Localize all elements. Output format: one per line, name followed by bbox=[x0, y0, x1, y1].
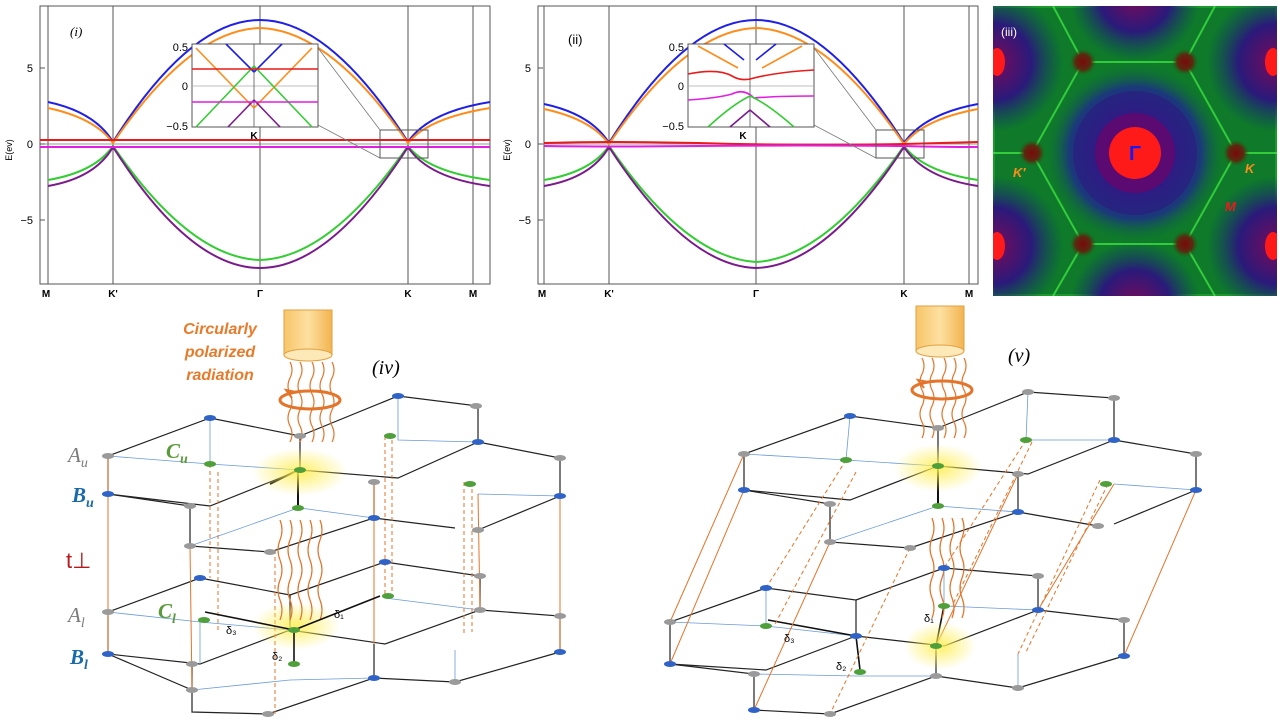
ytick-neg5: −5 bbox=[20, 215, 33, 227]
ytick-5: 5 bbox=[27, 63, 33, 75]
m-label: M bbox=[1225, 199, 1237, 214]
xtick-Gamma: Γ bbox=[753, 289, 759, 300]
panel-tag-v: (v) bbox=[1008, 345, 1031, 367]
band-magenta bbox=[543, 144, 979, 148]
band-purple bbox=[47, 145, 491, 270]
delta1-label: δ₁ bbox=[334, 609, 344, 621]
xtick-K: K bbox=[900, 289, 908, 300]
panel-tag-ii: (ii) bbox=[568, 32, 582, 47]
band-structure-panel-ii: 5 0 −5 E(ev) (ii) M K' Γ K M bbox=[498, 0, 990, 305]
xtick-M-right: M bbox=[469, 289, 477, 300]
radiation-label-line1: Circularly bbox=[183, 321, 258, 338]
radiation-waves-upper bbox=[287, 361, 335, 443]
inset-xlabel-K: K bbox=[739, 131, 747, 142]
interlayer-bonds bbox=[107, 456, 561, 691]
band-structure-panel-i: 5 0 −5 E(ev) (i) M K' Γ K M bbox=[0, 0, 500, 305]
label-Cu: Cu bbox=[166, 439, 188, 467]
label-Bl: Bl bbox=[69, 645, 88, 673]
label-Cl: Cl bbox=[158, 599, 176, 627]
bond-vectors-lower bbox=[204, 595, 381, 662]
inset-plot-i bbox=[191, 43, 319, 128]
band-plot-i: 5 0 −5 E(ev) (i) M K' Γ K M bbox=[4, 5, 491, 300]
inset-ytick-neg0.5: −0.5 bbox=[166, 121, 188, 133]
xtick-K: K bbox=[404, 289, 412, 300]
xtick-M-left: M bbox=[42, 289, 50, 300]
xtick-M-left: M bbox=[538, 289, 546, 300]
ytick-0: 0 bbox=[27, 139, 33, 151]
bilayer-lattice-panel-v: (v) δ₃ δ₂ δ₁ bbox=[640, 300, 1280, 720]
lattice-v: (v) δ₃ δ₂ δ₁ bbox=[664, 305, 1202, 717]
delta3-label: δ₃ bbox=[784, 633, 795, 645]
label-Bu: Bu bbox=[71, 483, 94, 511]
xtick-Kprime: K' bbox=[108, 289, 118, 300]
band-red bbox=[543, 141, 979, 146]
bilayer-lattice-panel-iv: Circularly polarized radiation (iv) Au C… bbox=[0, 300, 620, 720]
label-Au: Au bbox=[66, 443, 88, 471]
gamma-point bbox=[1109, 127, 1161, 179]
xtick-Kprime: K' bbox=[604, 289, 614, 300]
radiation-label-line3: radiation bbox=[186, 367, 254, 384]
radiation-source-cylinder bbox=[283, 309, 333, 362]
band-plot-ii: 5 0 −5 E(ev) (ii) M K' Γ K M bbox=[502, 5, 979, 300]
kprime-label: K′ bbox=[1013, 165, 1026, 180]
delta2-label: δ₂ bbox=[836, 661, 846, 673]
ytick-neg5: −5 bbox=[518, 215, 531, 227]
inset-plot-ii bbox=[687, 43, 815, 128]
inset-ytick-neg0.5: −0.5 bbox=[662, 121, 684, 133]
panel-tag-iv: (iv) bbox=[372, 357, 400, 379]
xtick-Gamma: Γ bbox=[257, 289, 263, 300]
inset-ytick-0: 0 bbox=[678, 81, 684, 93]
panel-tag-iii: (iii) bbox=[1001, 25, 1017, 39]
lattice-iv: Circularly polarized radiation (iv) Au C… bbox=[66, 309, 566, 717]
y-axis-label: E(ev) bbox=[4, 139, 14, 161]
inset-xlabel-K: K bbox=[250, 131, 258, 142]
inset-ytick-0: 0 bbox=[182, 81, 188, 93]
delta2-label: δ₂ bbox=[272, 651, 282, 663]
ytick-5: 5 bbox=[525, 63, 531, 75]
label-tperp: t⊥ bbox=[66, 548, 91, 573]
k-points bbox=[1019, 49, 1249, 257]
radiation-label-line2: polarized bbox=[184, 344, 256, 361]
panel-tag-i: (i) bbox=[70, 24, 82, 39]
inset-ytick-0.5: 0.5 bbox=[173, 42, 188, 54]
delta1-label: δ₁ bbox=[924, 613, 934, 625]
y-axis-label: E(ev) bbox=[502, 139, 512, 161]
k-label: K bbox=[1245, 161, 1256, 176]
colormap-iii: (iii) Γ K K′ M bbox=[923, 0, 1280, 371]
label-Al: Al bbox=[66, 603, 85, 631]
brillouin-zone-colormap-iii: (iii) Γ K K′ M bbox=[923, 0, 1280, 371]
inset-ytick-0.5: 0.5 bbox=[669, 42, 684, 54]
radiation-waves-lower bbox=[277, 519, 323, 621]
lattice-sites bbox=[102, 393, 566, 717]
delta3-label: δ₃ bbox=[226, 625, 237, 637]
gamma-label: Γ bbox=[1129, 143, 1141, 165]
ytick-0: 0 bbox=[525, 139, 531, 151]
band-purple bbox=[543, 145, 979, 270]
xtick-M-right: M bbox=[965, 289, 973, 300]
